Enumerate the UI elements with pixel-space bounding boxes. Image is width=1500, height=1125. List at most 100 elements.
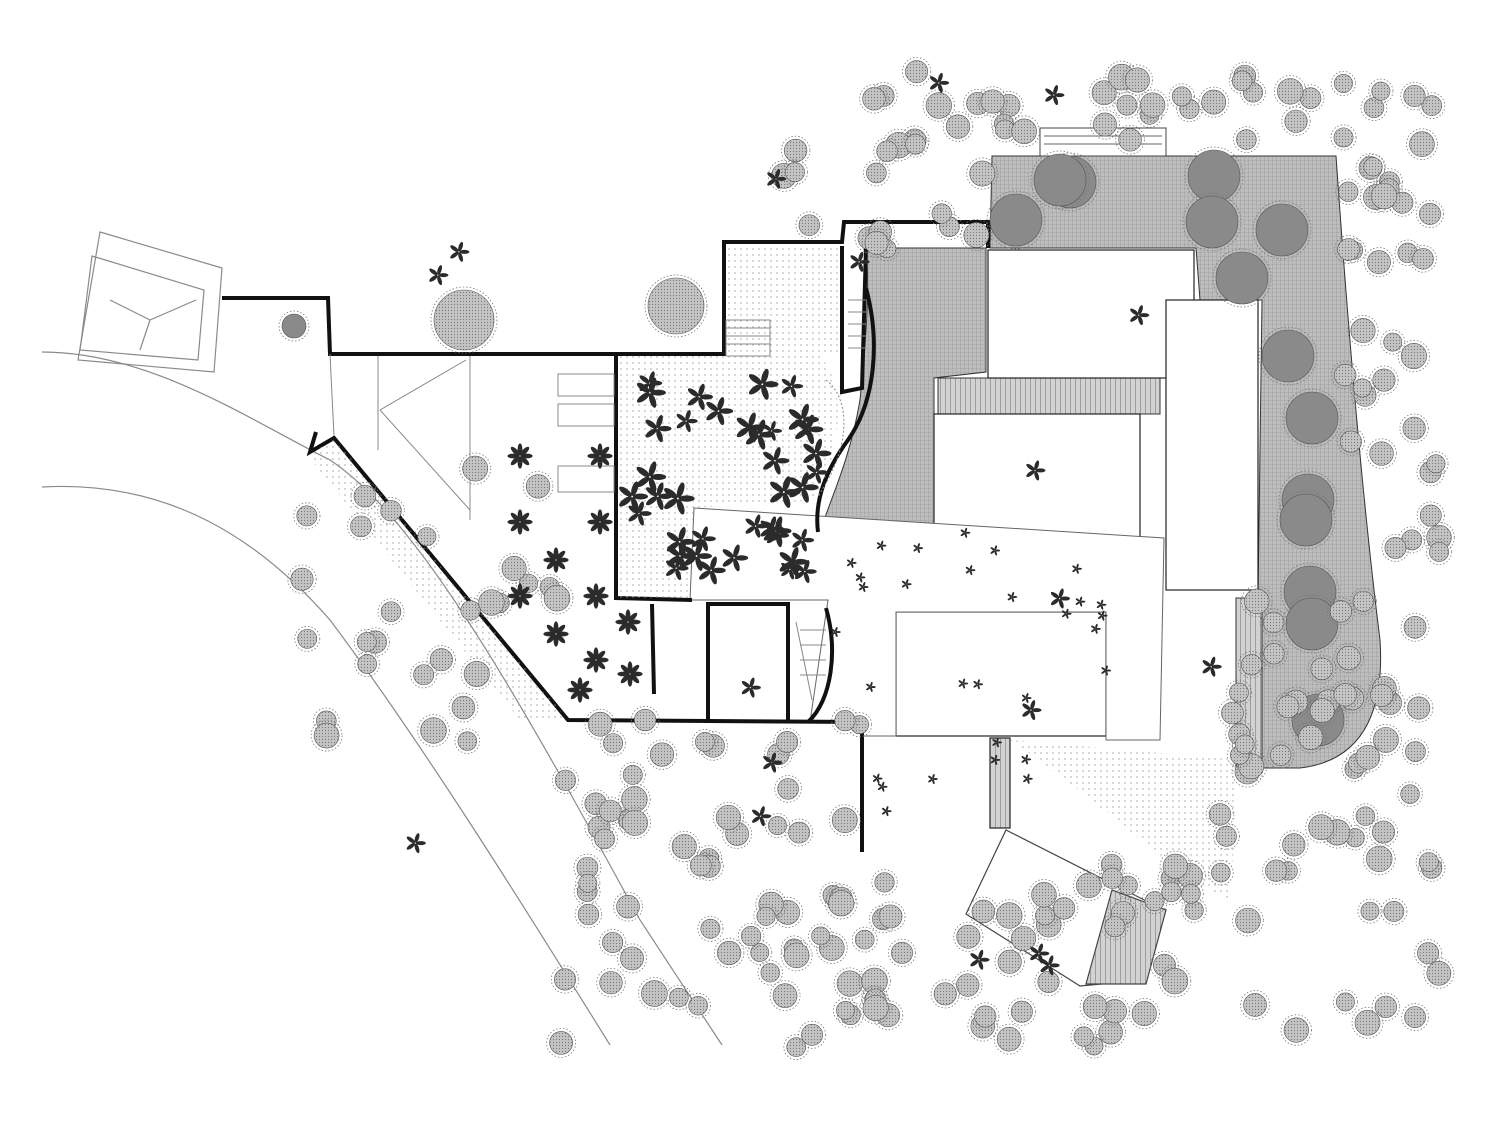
shrub-symbol [636, 377, 666, 408]
canopy-tree [1228, 67, 1256, 95]
canopy-tree [310, 719, 343, 752]
neighbour-building [77, 231, 223, 373]
shrub-symbol [683, 541, 712, 571]
shrub-symbol [1007, 592, 1018, 603]
canopy-tree [1098, 864, 1126, 892]
shrub-symbol [543, 547, 569, 573]
canopy-tree [713, 937, 745, 969]
canopy-tree [1352, 741, 1384, 773]
shrub-symbol [781, 375, 804, 398]
canopy-tree [1034, 967, 1063, 997]
canopy-tree [1306, 695, 1338, 727]
shrub-symbol [1022, 700, 1042, 721]
canopy-tree [414, 524, 440, 550]
canopy-tree [354, 651, 381, 677]
canopy-tree [1240, 990, 1270, 1020]
canopy-tree [1423, 451, 1449, 477]
shrub-symbol [831, 626, 841, 637]
shrub-symbol [806, 461, 829, 484]
canopy-tree [644, 274, 708, 338]
canopy-tree [377, 497, 405, 525]
canopy-tree [630, 705, 660, 735]
shrub-symbol [406, 833, 426, 854]
canopy-tree [1274, 75, 1307, 108]
canopy-tree [522, 471, 554, 502]
canopy-tree [871, 869, 898, 896]
shrub-symbol [763, 752, 783, 773]
canopy-tree [1212, 822, 1240, 850]
planting-bed [308, 438, 568, 720]
canopy-tree [1273, 692, 1303, 722]
shrub-symbol [1130, 305, 1150, 326]
canopy-tree-dark [1182, 192, 1242, 252]
canopy-tree [825, 887, 858, 920]
shrub-symbol [767, 168, 787, 189]
canopy-tree [795, 211, 824, 239]
shrub-symbol [913, 543, 924, 554]
canopy-tree-dark [1252, 200, 1312, 260]
canopy-tree [574, 900, 603, 929]
shrub-symbol [645, 415, 672, 443]
canopy-tree [922, 89, 956, 122]
canopy-tree [1404, 693, 1434, 723]
canopy-tree [1371, 992, 1401, 1022]
canopy-tree [596, 967, 626, 998]
canopy-tree [1260, 639, 1288, 668]
canopy-tree [942, 111, 974, 142]
canopy-tree [1367, 179, 1401, 213]
canopy-tree [1400, 81, 1429, 111]
canopy-tree [638, 977, 671, 1010]
canopy-tree [1352, 803, 1379, 829]
canopy-tree [1351, 1006, 1384, 1039]
canopy-tree [617, 943, 647, 974]
canopy-tree [1333, 642, 1365, 674]
shrub-symbol [872, 773, 883, 784]
canopy-tree [294, 625, 321, 652]
canopy-tree [430, 286, 498, 354]
canopy-tree [426, 645, 456, 675]
stair-block [937, 377, 1161, 415]
canopy-tree [1360, 154, 1386, 180]
canopy-tree [353, 629, 380, 656]
canopy-tree-dark [1282, 594, 1342, 654]
canopy-tree [773, 728, 802, 756]
canopy-tree [666, 984, 692, 1011]
canopy-tree [475, 586, 508, 619]
canopy-tree [851, 926, 878, 953]
canopy-tree [1380, 897, 1408, 925]
canopy-tree [1307, 654, 1337, 684]
canopy-tree [1397, 781, 1423, 807]
canopy-tree [859, 84, 889, 114]
canopy-tree [1115, 125, 1145, 155]
canopy-tree [613, 891, 643, 922]
canopy-tree [1415, 849, 1442, 876]
canopy-tree [551, 766, 580, 794]
shrub-symbol [876, 540, 887, 551]
canopy-tree [540, 581, 574, 615]
canopy-tree [887, 938, 917, 967]
canopy-tree [993, 899, 1026, 932]
shrub-symbol [794, 560, 817, 584]
canopy-tree-dark [1282, 388, 1342, 448]
canopy-tree [584, 708, 616, 740]
canopy-tree [1259, 608, 1288, 637]
canopy-tree [417, 714, 450, 747]
canopy-tree [691, 729, 718, 755]
canopy-tree-dark [1030, 150, 1090, 210]
shrub-symbol [970, 949, 990, 970]
canopy-tree [930, 979, 960, 1009]
canopy-tree [1158, 964, 1192, 998]
shrub-symbol [567, 677, 593, 703]
shrub-symbol [770, 476, 801, 508]
canopy-tree [1296, 84, 1325, 112]
shrub-symbol [1023, 773, 1033, 784]
shrub-symbol [992, 737, 1002, 748]
canopy-tree [1335, 178, 1362, 205]
canopy-tree [757, 959, 783, 986]
canopy-tree [1136, 89, 1169, 121]
shrub-symbol [615, 609, 641, 635]
canopy-tree [347, 512, 375, 541]
canopy-tree [1416, 501, 1445, 530]
shrub-symbol [583, 583, 609, 609]
shrub-symbol [1030, 943, 1050, 964]
